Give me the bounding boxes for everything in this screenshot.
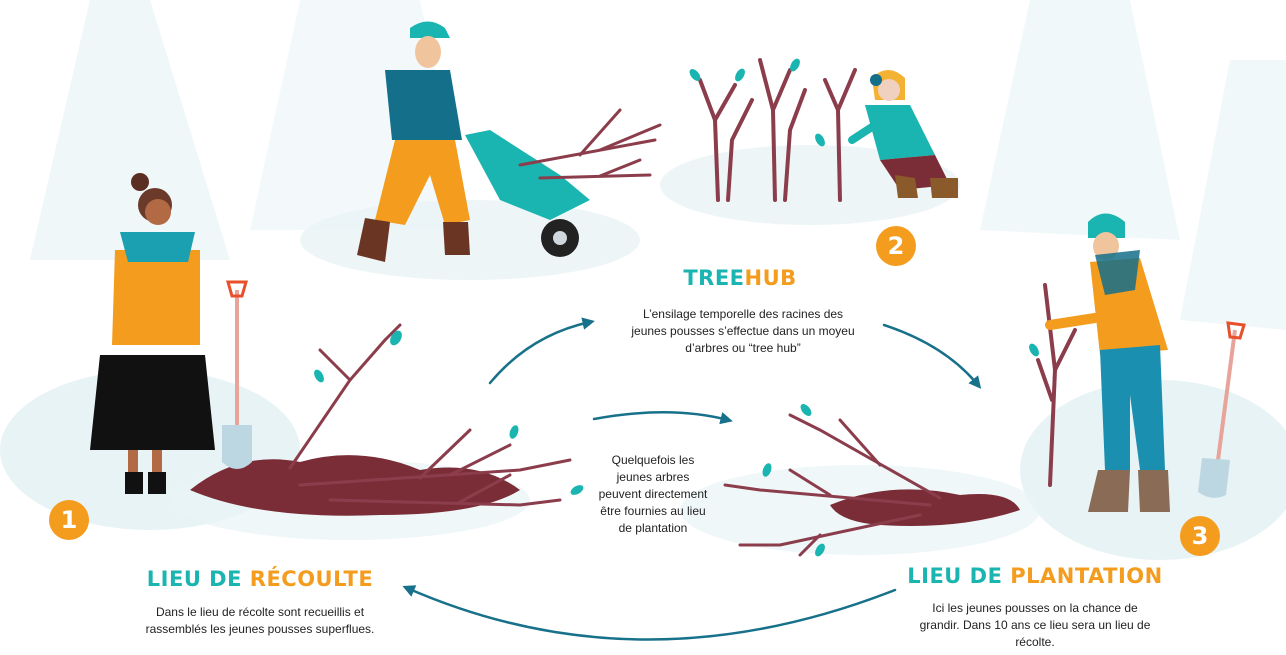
- recolte-title: LIEU DE RÉCOULTE: [125, 567, 395, 591]
- sapling-row-icon: [698, 58, 857, 202]
- station-2-badge: 2: [876, 226, 916, 266]
- plantation-description: Ici les jeunes pousses on la chance de g…: [919, 601, 1151, 649]
- station-1-badge: 1: [49, 500, 89, 540]
- arrow-plantation-to-recolte: [402, 585, 897, 641]
- treehub-title-part1: TREE: [683, 266, 745, 290]
- recolte-title-part2: RÉCOULTE: [249, 567, 374, 591]
- gardener-with-shovel-icon: [1029, 213, 1246, 512]
- uprooted-saplings-icon-2: [723, 404, 1020, 557]
- treehub-title: TREEHUB: [620, 266, 860, 290]
- arrow-treehub-to-plantation: [882, 323, 982, 389]
- recolte-title-part1: LIEU DE: [146, 567, 250, 591]
- plantation-title-part2: PLANTATION: [1010, 564, 1163, 588]
- sapling-leaves: [689, 58, 825, 147]
- arrow-recolte-to-treehub: [488, 317, 595, 385]
- worker-planting-icon: [848, 70, 958, 198]
- man-with-wheelbarrow-icon: [357, 21, 662, 262]
- station-3-badge: 3: [1180, 516, 1220, 556]
- treehub-description: L’ensilage temporelle des racines des je…: [631, 307, 855, 355]
- arrow-direct-recolte-to-plantation: [592, 411, 733, 425]
- plantation-title-part1: LIEU DE: [907, 564, 1011, 588]
- direct-delivery-note: Quelquefois les jeunes arbres peuvent di…: [598, 453, 708, 535]
- plantation-title: LIEU DE PLANTATION: [900, 564, 1170, 588]
- uprooted-saplings-icon: [190, 323, 584, 516]
- treehub-title-part2: HUB: [744, 266, 797, 290]
- flow-arrows: [402, 317, 982, 641]
- woman-with-shovel-icon: [90, 173, 252, 494]
- recolte-description: Dans le lieu de récolte sont recueillis …: [145, 605, 375, 636]
